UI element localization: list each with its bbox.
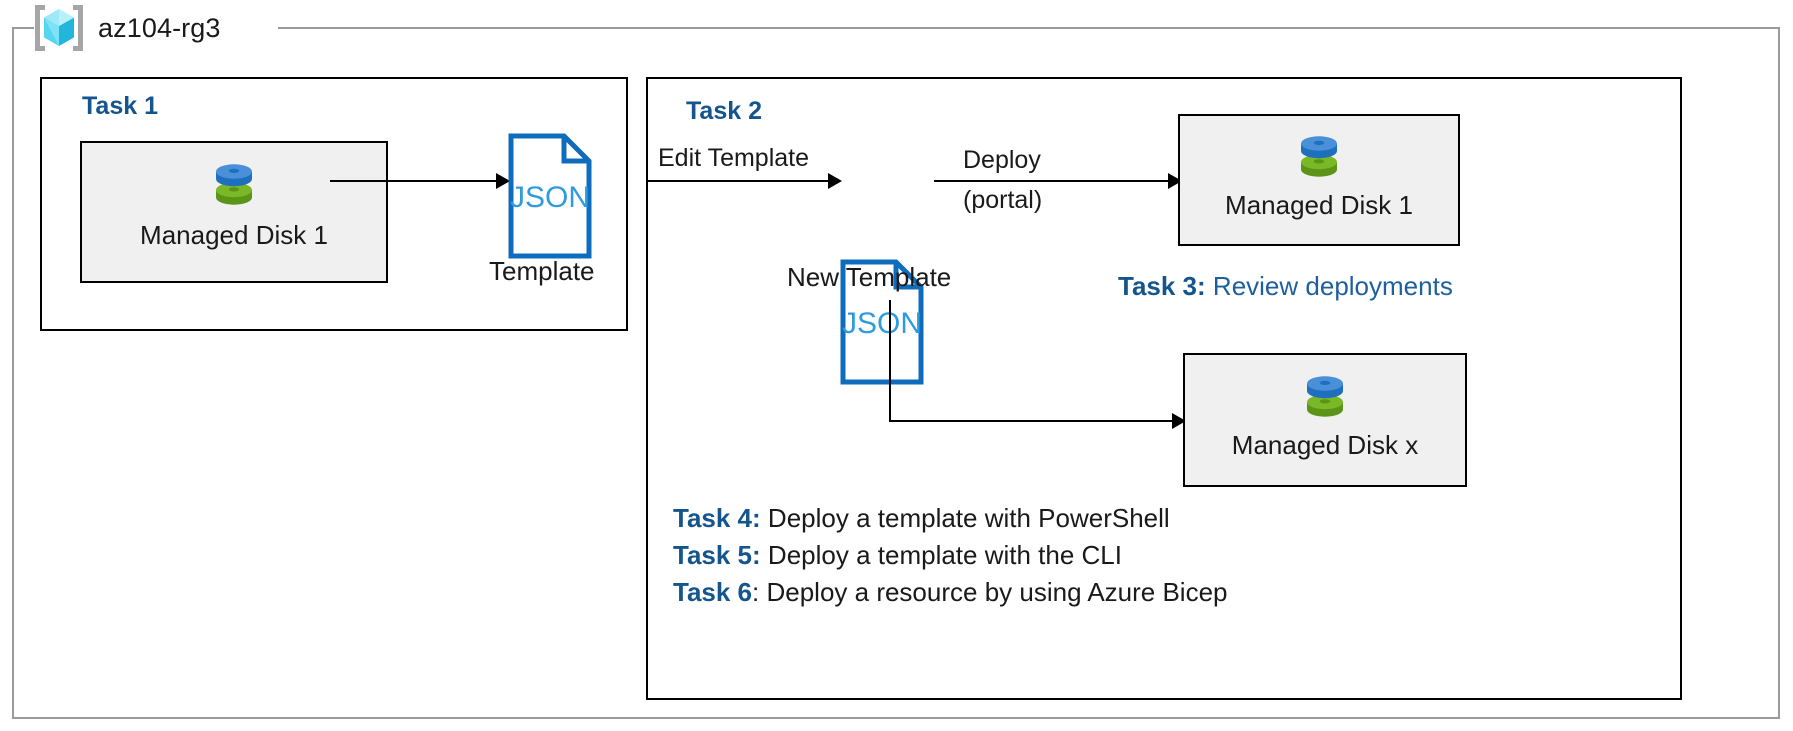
resource-group-name: az104-rg3 [98, 12, 221, 43]
json-template-icon: JSON [508, 133, 592, 259]
arrow-new-template-to-disk-line [934, 180, 1172, 182]
new-json-template-icon: JSON [840, 259, 924, 385]
task-5-description: Deploy a template with the CLI [767, 540, 1122, 570]
task-3-description: Review deployments [1212, 271, 1453, 301]
resource-group-frame-top-right-segment [278, 27, 1780, 29]
svg-text:JSON: JSON [510, 181, 590, 214]
arrow-template-to-new-template-head [828, 173, 842, 189]
task-5-label: Task 5: [673, 540, 761, 570]
managed-disk-icon [1297, 368, 1353, 424]
task-5-text: Task 5: Deploy a template with the CLI [673, 540, 1122, 571]
managed-disk-1-output-label: Managed Disk 1 [1225, 190, 1413, 220]
task-3-text: Task 3: Review deployments [1118, 271, 1453, 302]
arrow-disk1-to-template-head [496, 173, 510, 189]
task-4-description: Deploy a template with PowerShell [767, 503, 1170, 533]
task-2-heading: Task 2 [686, 97, 762, 125]
deploy-portal-edge-label: (portal) [963, 186, 1043, 214]
task-4-text: Task 4: Deploy a template with PowerShel… [673, 503, 1170, 534]
elbow-connector-vertical [889, 300, 891, 422]
managed-disk-x-label: Managed Disk x [1231, 430, 1419, 460]
task-4-label: Task 4: [673, 503, 761, 533]
resource-group-frame [12, 27, 1780, 719]
task-1-heading: Task 1 [82, 92, 158, 120]
task-3-label: Task 3: [1118, 271, 1206, 301]
svg-text:JSON: JSON [842, 307, 922, 340]
edit-template-edge-label: Edit Template [658, 144, 810, 172]
resource-group-header: az104-rg3 [30, 0, 290, 56]
resource-group-frame-top-left-segment [12, 27, 34, 29]
deploy-edge-label: Deploy [963, 146, 1041, 174]
task-6-label: Task 6 [673, 577, 753, 607]
managed-disk-1-resource-box: Managed Disk 1 [80, 141, 388, 283]
task-6-description: Deploy a resource by using Azure Bicep [759, 577, 1228, 607]
managed-disk-1-label: Managed Disk 1 [140, 220, 328, 250]
arrow-template-to-new-template-line [646, 180, 832, 182]
new-template-caption: New Template [787, 262, 952, 292]
azure-resource-group-icon [30, 2, 88, 54]
elbow-connector-horizontal [889, 420, 1177, 422]
managed-disk-icon [206, 156, 262, 212]
task-6-text: Task 6: Deploy a resource by using Azure… [673, 577, 1228, 608]
managed-disk-icon [1291, 128, 1347, 184]
managed-disk-x-resource-box: Managed Disk x [1183, 353, 1467, 487]
arrow-disk1-to-template-line [330, 180, 498, 182]
template-caption: Template [489, 256, 595, 286]
managed-disk-1-output-resource-box: Managed Disk 1 [1178, 114, 1460, 246]
task-6-colon: : [752, 577, 760, 607]
elbow-connector-arrowhead [1172, 413, 1186, 429]
